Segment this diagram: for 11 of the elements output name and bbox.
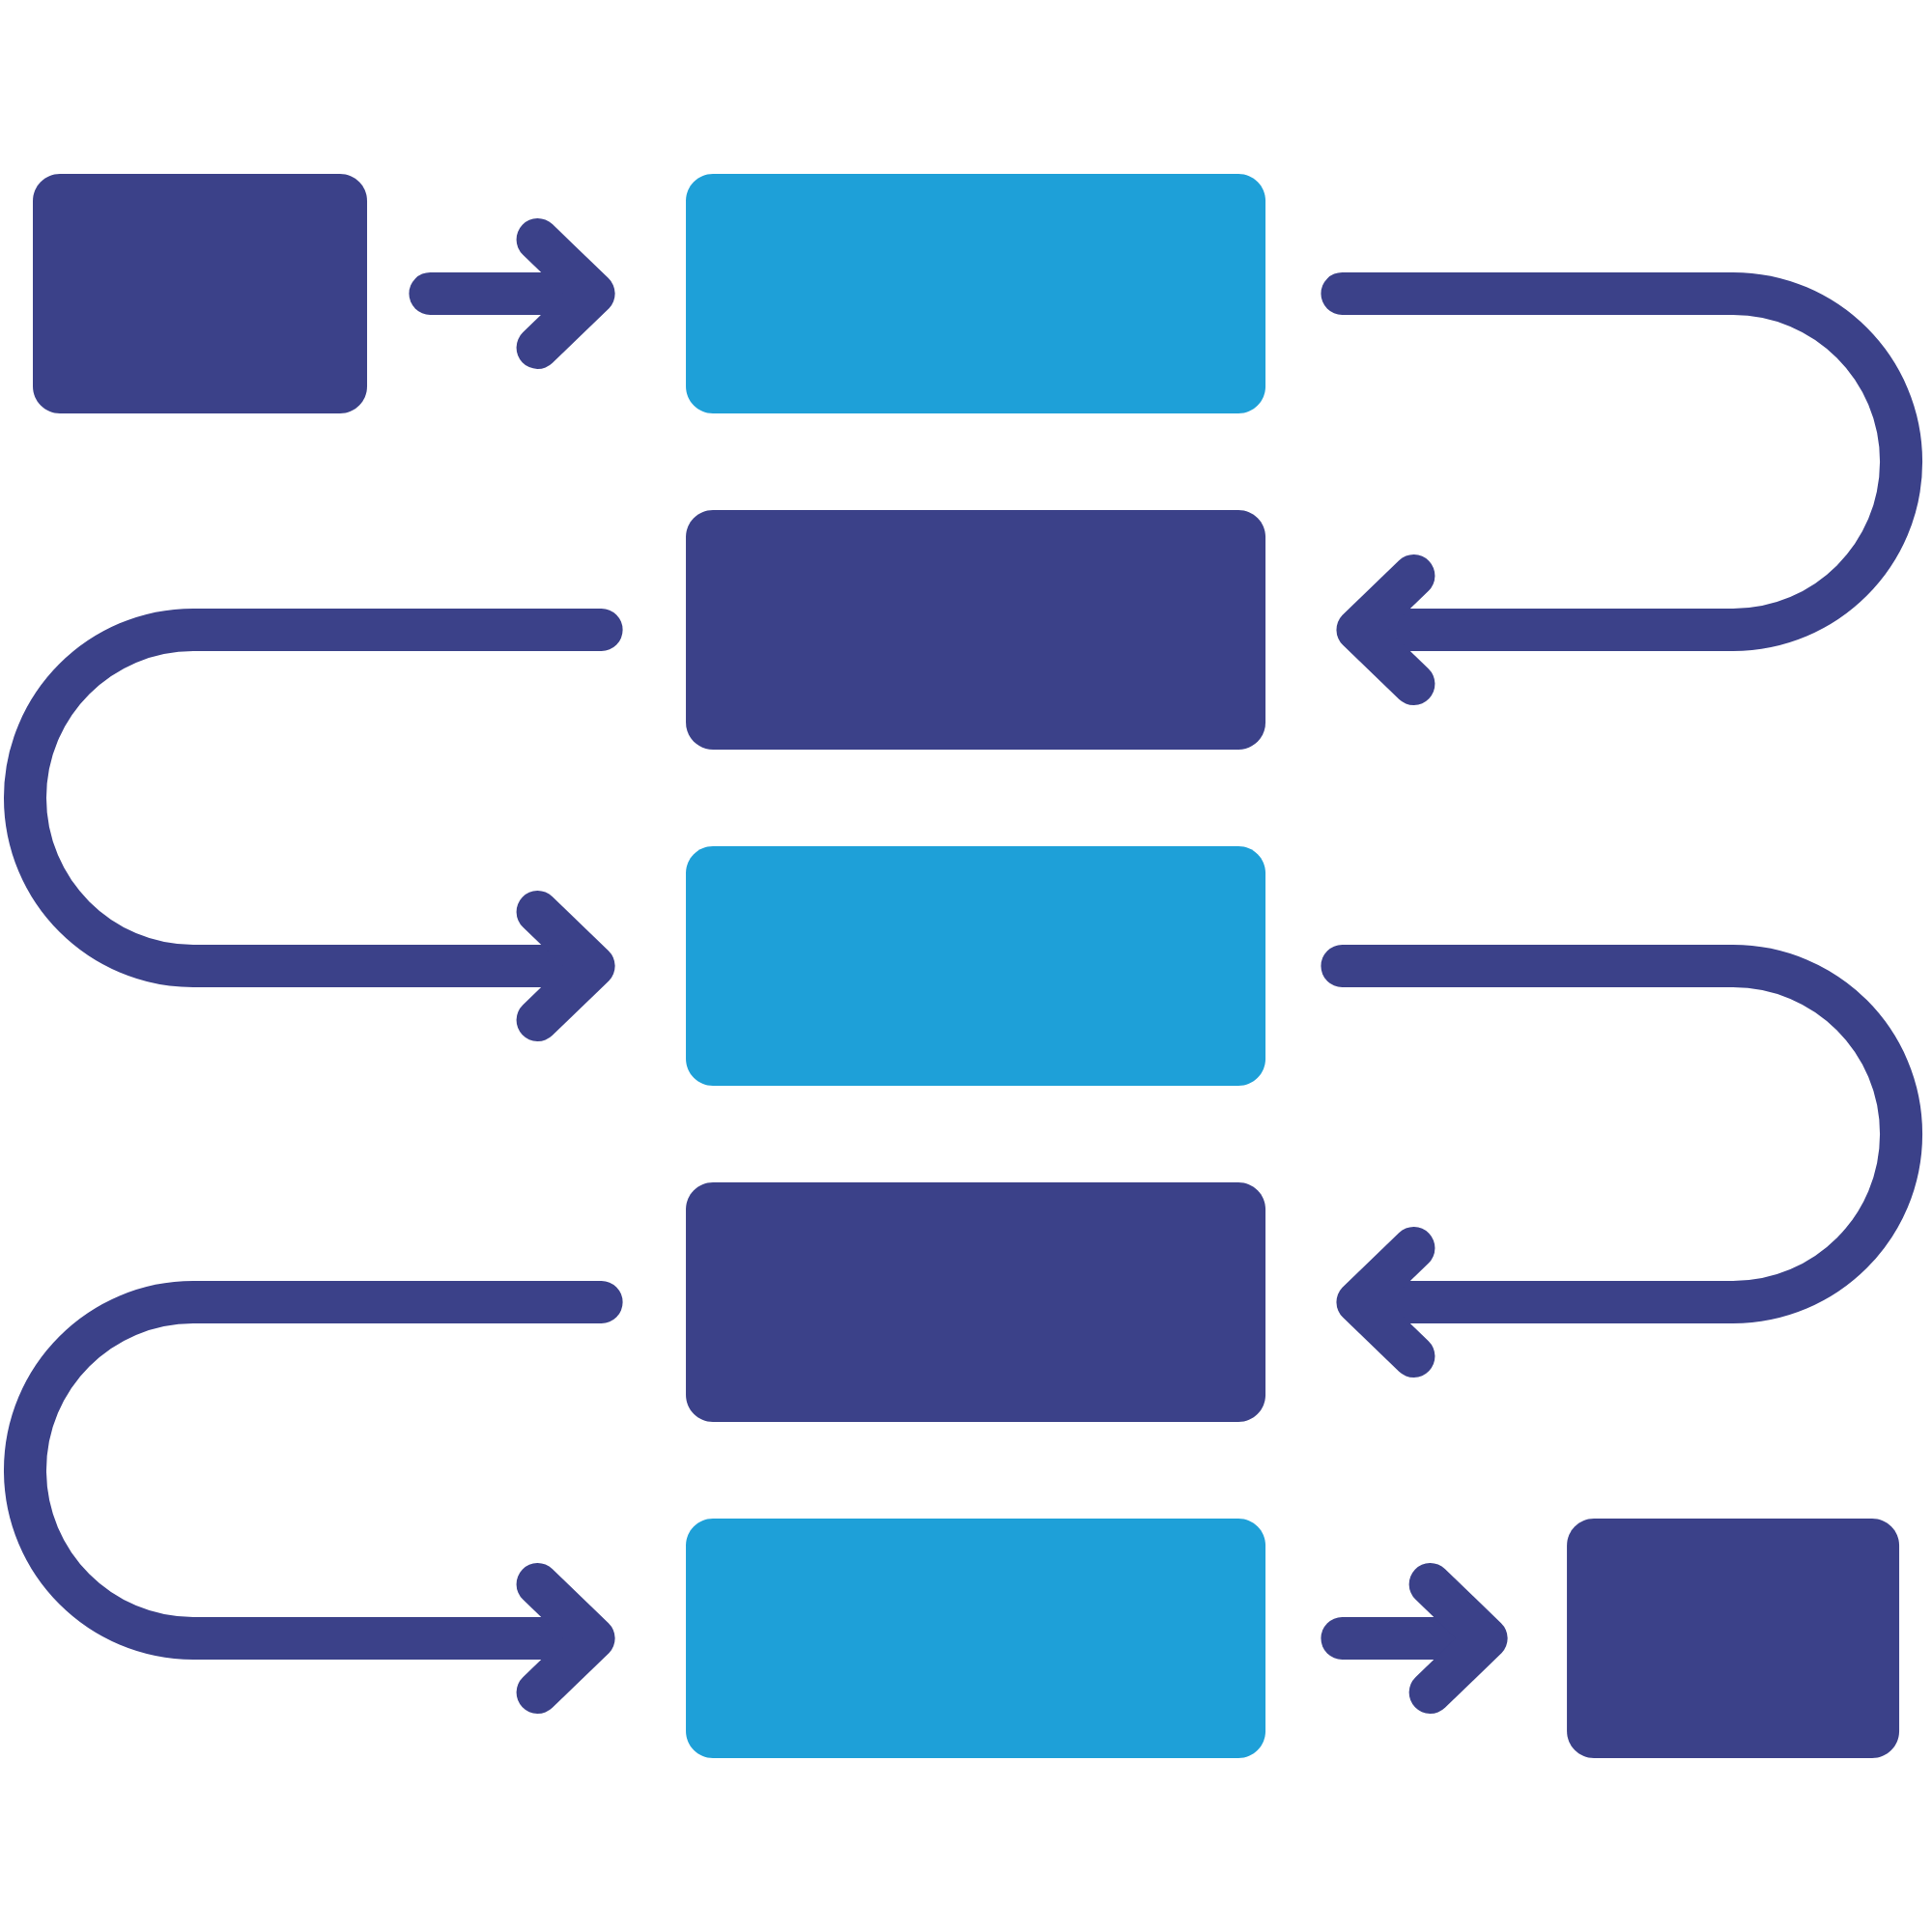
process-box xyxy=(686,1519,1266,1758)
process-box xyxy=(1567,1519,1900,1758)
process-box xyxy=(686,846,1266,1086)
process-box xyxy=(686,173,1266,413)
process-box xyxy=(686,509,1266,750)
curved-arrow xyxy=(1321,271,1923,705)
curved-arrow xyxy=(4,608,623,1041)
curved-arrow xyxy=(1321,945,1923,1378)
curved-arrow xyxy=(4,1281,623,1714)
process-box xyxy=(33,173,367,413)
process-box xyxy=(686,1181,1266,1422)
